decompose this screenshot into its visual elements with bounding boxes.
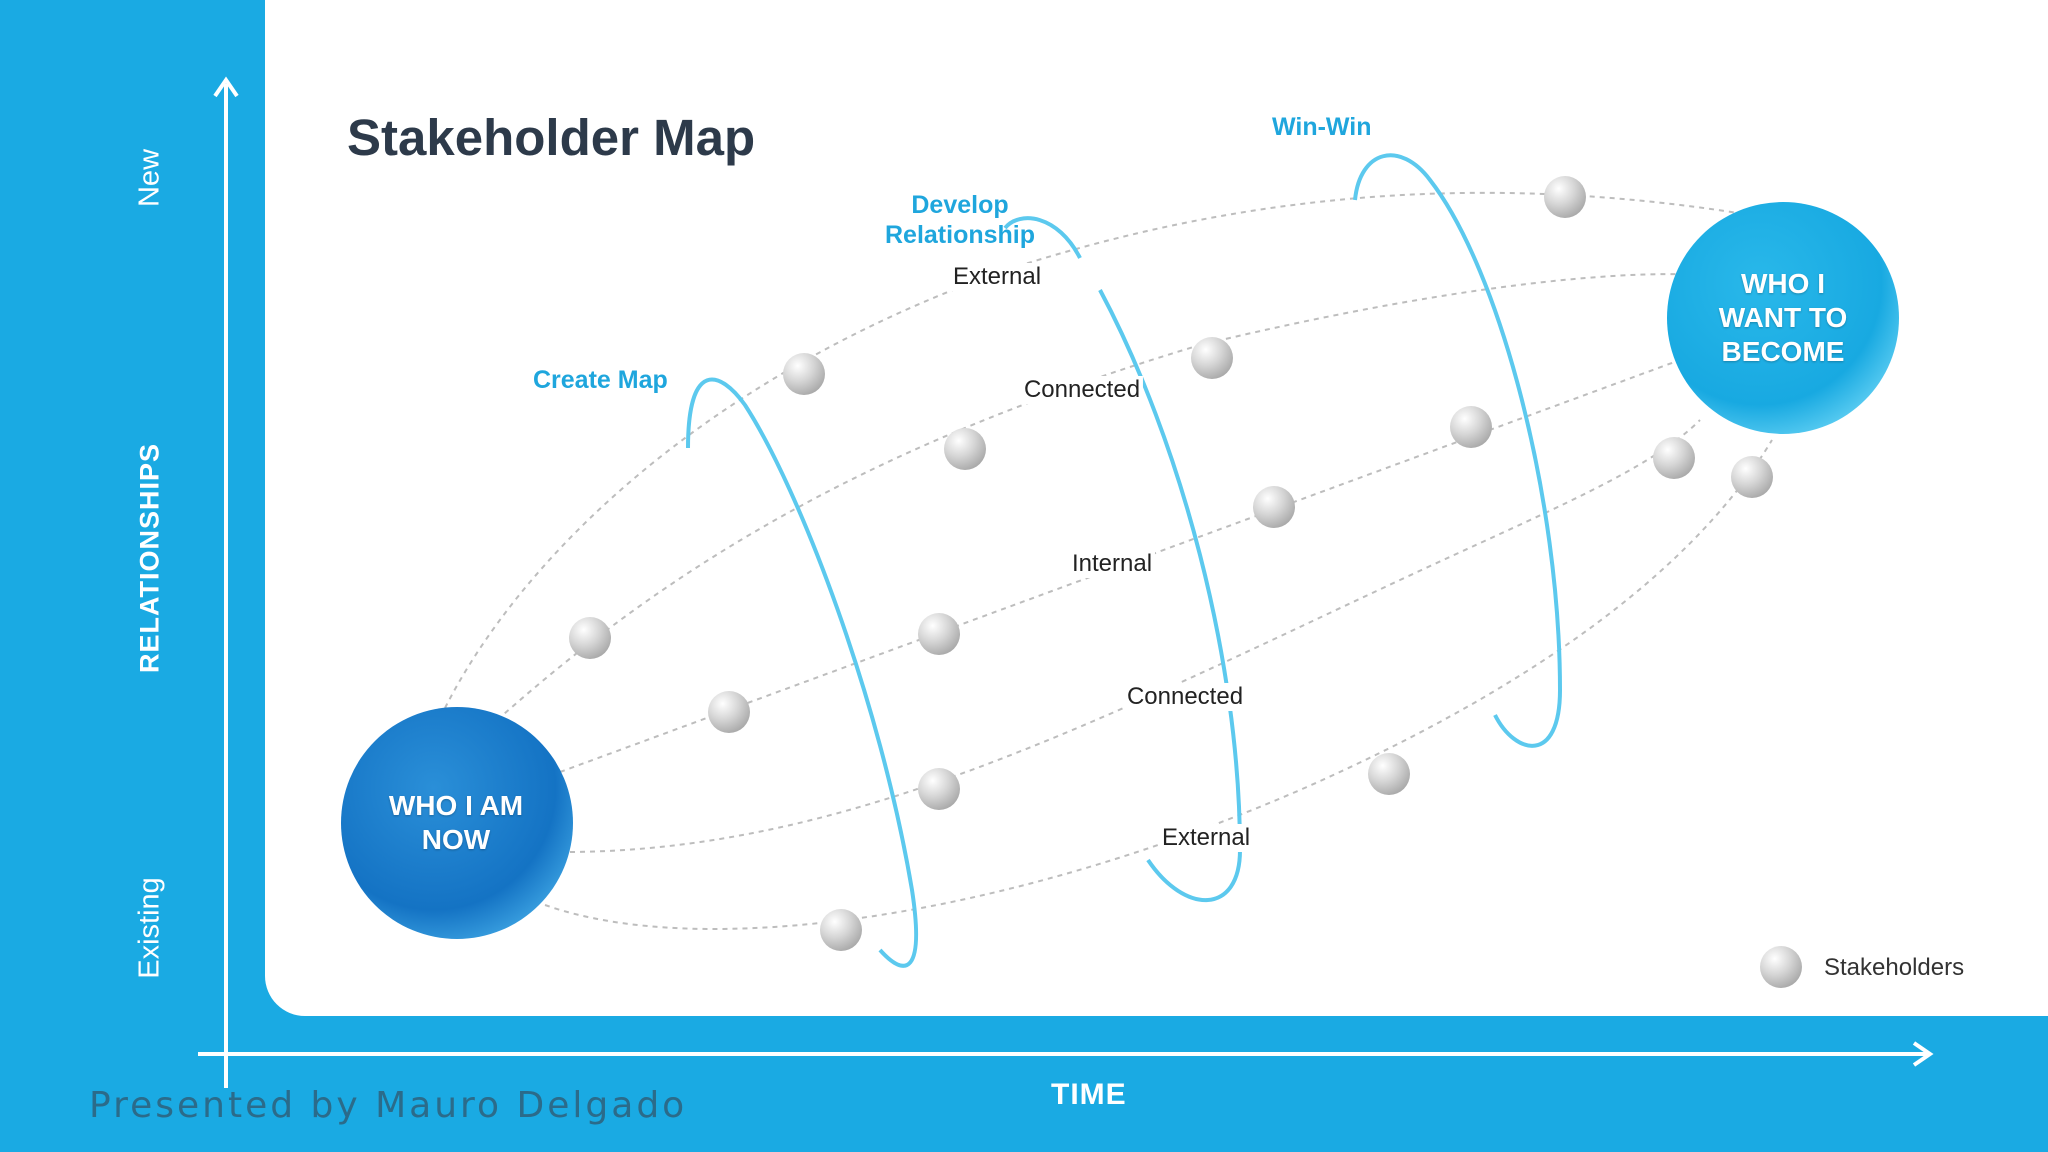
now-line1: WHO I AM (388, 790, 524, 821)
stakeholders (569, 176, 1802, 988)
y-axis-arrowhead (213, 76, 239, 98)
become-line1: WHO I (1741, 268, 1825, 299)
stakeholder (1368, 753, 1410, 795)
phase-rings (686, 153, 1563, 968)
ring-win-win (1353, 153, 1563, 748)
ring-label-external-bottom: External (1158, 824, 1254, 852)
stakeholder (944, 428, 986, 470)
stakeholder (1653, 437, 1695, 479)
axes (198, 76, 1934, 1088)
who-i-want-to-become-label: WHO I WANT TO BECOME (1683, 267, 1883, 369)
stakeholder (918, 768, 960, 810)
stakeholder (1253, 486, 1295, 528)
who-i-am-now-circle (341, 707, 573, 939)
now-line2: NOW (421, 824, 491, 855)
path-external-top (444, 191, 1781, 709)
y-axis-top-label: New (133, 148, 166, 208)
ring-label-connected-top: Connected (1020, 376, 1144, 404)
who-i-want-to-become-circle (1667, 202, 1899, 434)
stakeholder (1191, 337, 1233, 379)
ring-develop-relationship (1003, 216, 1082, 259)
ring-label-internal: Internal (1068, 550, 1156, 578)
phase-label-create-map: Create Map (533, 366, 668, 394)
x-axis-title: TIME (1051, 1078, 1127, 1111)
stakeholder (820, 909, 862, 951)
presenter-credit: Presented by Mauro Delgado (89, 1085, 688, 1126)
phase-label-develop-line1: Develop (911, 191, 1009, 219)
path-internal (559, 359, 1681, 773)
y-axis-bottom-label: Existing (133, 877, 166, 979)
ring-label-external-top: External (949, 263, 1045, 291)
stakeholder (1544, 176, 1586, 218)
become-line2: WANT TO (1718, 302, 1848, 333)
path-connected-bottom (569, 419, 1701, 853)
stakeholder (918, 613, 960, 655)
phase-label-win-win: Win-Win (1272, 113, 1372, 141)
stakeholder (783, 353, 825, 395)
y-axis-title: RELATIONSHIPS (134, 442, 165, 674)
become-line3: BECOME (1721, 336, 1845, 367)
ring-label-connected-bottom: Connected (1123, 683, 1247, 711)
legend-stakeholders-label: Stakeholders (1824, 954, 1965, 981)
stakeholder (569, 617, 611, 659)
stakeholder (1731, 456, 1773, 498)
phase-label-develop-line2: Relationship (884, 221, 1035, 249)
ring-develop-relationship-lower (1098, 289, 1243, 902)
stakeholder (708, 691, 750, 733)
path-connected-top (474, 273, 1701, 741)
phase-label-develop-relationship: Develop Relationship (855, 190, 1065, 250)
path-external-bottom (544, 439, 1773, 930)
legend-stakeholder-icon (1760, 946, 1802, 988)
ring-create-map (686, 377, 918, 968)
stakeholder (1450, 406, 1492, 448)
x-axis-arrowhead (1912, 1041, 1934, 1067)
who-i-am-now-label: WHO I AM NOW (356, 789, 556, 857)
page-title: Stakeholder Map (347, 109, 756, 166)
